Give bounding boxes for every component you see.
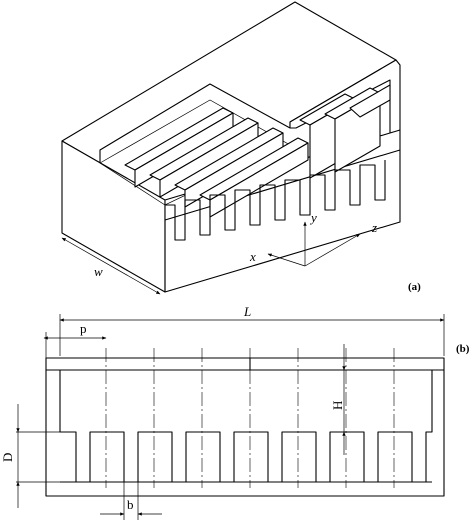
y-axis-label: y: [309, 210, 317, 225]
L-label: L: [243, 304, 251, 319]
w-dimension-line: [61, 237, 161, 295]
b-label: b: [127, 497, 134, 512]
outer-wall: [45, 357, 445, 497]
cross-section-view: L p H D b (b): [0, 304, 470, 520]
w-label: w: [94, 264, 103, 279]
p-label: p: [80, 321, 87, 336]
panel-a-label: (a): [408, 281, 421, 293]
fins: [124, 84, 391, 218]
z-axis-label: z: [371, 220, 377, 235]
D-label: D: [0, 453, 15, 462]
H-label: H: [330, 401, 345, 410]
corrugated-profile: [59, 370, 433, 483]
front-comb: [164, 150, 401, 293]
x-axis-label: x: [249, 249, 256, 264]
panel-b-label: (b): [456, 343, 470, 355]
coordinate-axes: y z x: [249, 210, 377, 267]
isometric-view: w y z x (a): [61, 1, 421, 295]
